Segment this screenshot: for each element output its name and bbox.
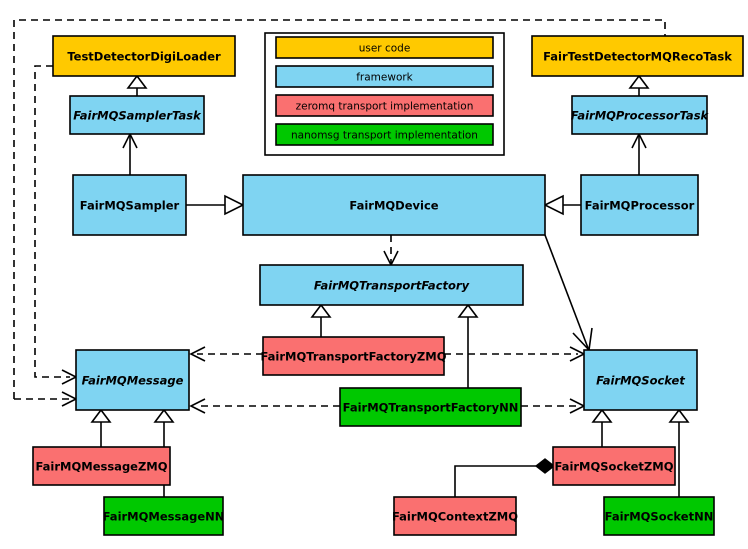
node-label-fairmqsocketnn: FairMQSocketNN bbox=[605, 510, 714, 524]
legend-label-framework: framework bbox=[356, 72, 413, 84]
node-fairmqmessagezmq[interactable]: FairMQMessageZMQ bbox=[32, 446, 171, 486]
node-fairmqtransportfactorynn[interactable]: FairMQTransportFactoryNN bbox=[339, 387, 522, 427]
node-fairmqmessage[interactable]: FairMQMessage bbox=[75, 349, 190, 411]
node-label-fairmqmessage: FairMQMessage bbox=[82, 374, 184, 388]
node-fairtestdetectormqrecotask[interactable]: FairTestDetectorMQRecoTask bbox=[531, 35, 744, 77]
arrowhead-samplertask-digiloader bbox=[126, 74, 148, 89]
arrowhead-messagenn-message bbox=[153, 408, 175, 423]
node-fairmqsampler[interactable]: FairMQSampler bbox=[72, 174, 187, 236]
node-label-fairtestdetectormqrecotask: FairTestDetectorMQRecoTask bbox=[543, 50, 732, 64]
node-fairmqsocket[interactable]: FairMQSocket bbox=[583, 349, 698, 411]
arrowhead-processortask-recotask bbox=[628, 74, 650, 89]
legend-swatch-user-code bbox=[275, 36, 494, 59]
legend-label-zeromq: zeromq transport implementation bbox=[296, 101, 474, 113]
node-fairmqmessagenn[interactable]: FairMQMessageNN bbox=[103, 496, 225, 536]
node-label-fairmqsocketzmq: FairMQSocketZMQ bbox=[555, 460, 674, 474]
node-label-fairmqtransportfactory: FairMQTransportFactory bbox=[314, 279, 470, 293]
node-label-fairmqtransportfactorynn: FairMQTransportFactoryNN bbox=[343, 401, 519, 415]
node-label-fairmqsocket: FairMQSocket bbox=[596, 374, 685, 388]
node-testdetectordigiloader[interactable]: TestDetectorDigiLoader bbox=[52, 35, 236, 77]
arrowhead-factorynn-message bbox=[189, 398, 206, 414]
node-fairmqcontextzmq[interactable]: FairMQContextZMQ bbox=[392, 496, 518, 536]
arrowhead-processor-device bbox=[543, 194, 564, 216]
node-fairmqdevice[interactable]: FairMQDevice bbox=[242, 174, 546, 236]
edge-contextzmq-to-socketzmq bbox=[454, 465, 536, 497]
node-label-fairmqmessagezmq: FairMQMessageZMQ bbox=[35, 460, 167, 474]
edge-layer bbox=[13, 19, 690, 497]
node-label-fairmqprocessor: FairMQProcessor bbox=[585, 199, 695, 213]
edge-device-to-socket bbox=[544, 234, 589, 349]
node-layer: TestDetectorDigiLoader FairMQSamplerTask… bbox=[32, 35, 744, 536]
node-label-fairmqdevice: FairMQDevice bbox=[349, 199, 438, 213]
node-label-fairmqtransportfactoryzmq: FairMQTransportFactoryZMQ bbox=[260, 350, 446, 364]
arrowhead-socketnn-socket bbox=[668, 408, 690, 423]
legend-swatch-zeromq bbox=[275, 94, 494, 117]
diamond-contextzmq-socketzmq bbox=[534, 458, 556, 474]
arrowhead-sampler-device bbox=[224, 194, 245, 216]
legend-label-nanomsg: nanomsg transport implementation bbox=[291, 130, 478, 142]
node-label-testdetectordigiloader: TestDetectorDigiLoader bbox=[67, 50, 221, 64]
arrowhead-messagezmq-message bbox=[90, 408, 112, 423]
node-fairmqprocessor[interactable]: FairMQProcessor bbox=[580, 174, 699, 236]
node-fairmqsamplertask[interactable]: FairMQSamplerTask bbox=[69, 95, 205, 135]
edge-recotask-to-message-rail bbox=[13, 19, 666, 399]
legend: user code framework zeromq transport imp… bbox=[264, 32, 505, 156]
node-fairmqsocketnn[interactable]: FairMQSocketNN bbox=[603, 496, 715, 536]
node-label-fairmqprocessortask: FairMQProcessorTask bbox=[571, 109, 710, 123]
node-label-fairmqmessagenn: FairMQMessageNN bbox=[103, 510, 225, 524]
legend-swatch-nanomsg bbox=[275, 123, 494, 146]
edge-digiloader-to-message bbox=[34, 65, 70, 378]
node-fairmqprocessortask[interactable]: FairMQProcessorTask bbox=[571, 95, 710, 135]
node-fairmqsocketzmq[interactable]: FairMQSocketZMQ bbox=[552, 446, 676, 486]
arrowhead-factoryzmq-message bbox=[189, 346, 206, 362]
node-label-fairmqcontextzmq: FairMQContextZMQ bbox=[392, 510, 518, 524]
legend-label-user-code: user code bbox=[359, 43, 411, 55]
arrowhead-factorynn-factory bbox=[457, 303, 479, 318]
arrowhead-socketzmq-socket bbox=[591, 408, 613, 423]
arrowhead-factoryzmq-factory bbox=[310, 303, 332, 318]
legend-swatch-framework bbox=[275, 65, 494, 88]
node-fairmqtransportfactory[interactable]: FairMQTransportFactory bbox=[259, 264, 524, 306]
node-label-fairmqsampler: FairMQSampler bbox=[80, 199, 180, 213]
node-label-fairmqsamplertask: FairMQSamplerTask bbox=[73, 109, 202, 123]
node-fairmqtransportfactoryzmq[interactable]: FairMQTransportFactoryZMQ bbox=[260, 336, 447, 376]
